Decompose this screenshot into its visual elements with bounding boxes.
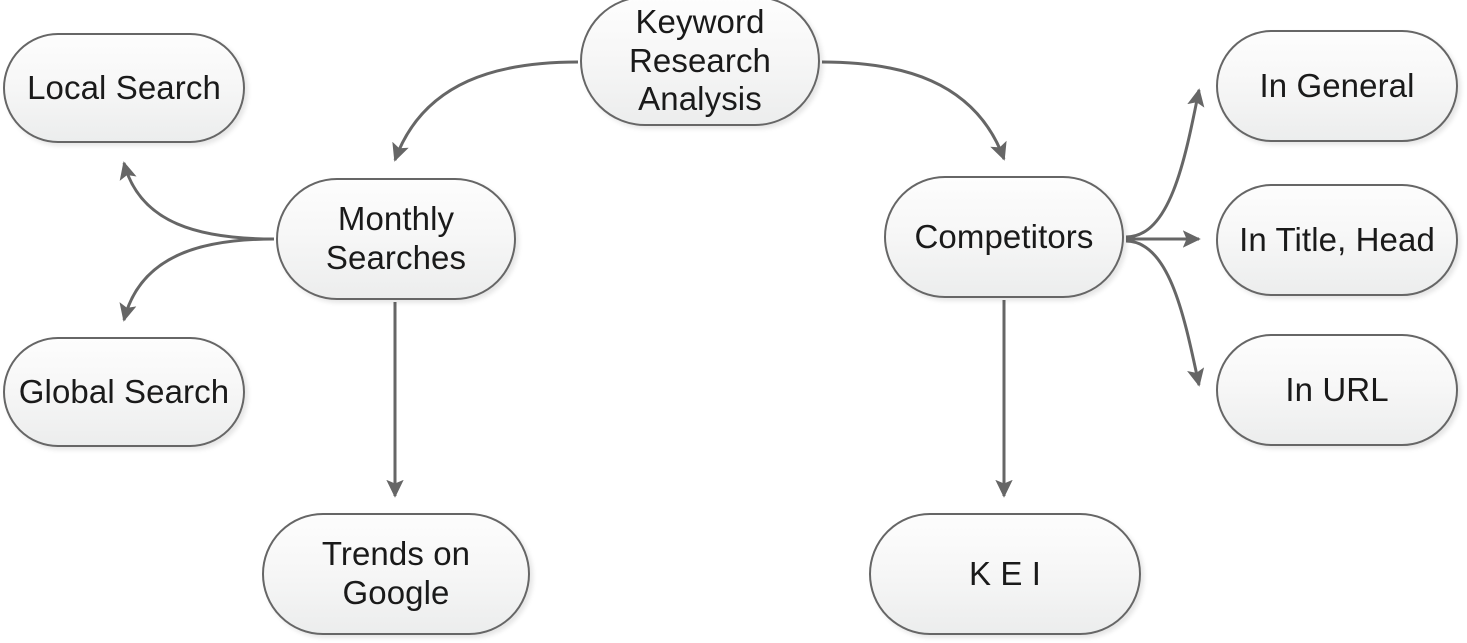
- node-local-search[interactable]: Local Search: [3, 33, 245, 143]
- edge-monthly-to-local: [119, 161, 275, 241]
- node-label-in-title-head: In Title, Head: [1239, 220, 1435, 258]
- node-global-search[interactable]: Global Search: [3, 337, 245, 447]
- node-in-general[interactable]: In General: [1216, 30, 1458, 142]
- node-competitors[interactable]: Competitors: [884, 176, 1124, 298]
- edge-competitors-to-ingeneral: [1125, 88, 1205, 239]
- node-kei[interactable]: K E I: [869, 513, 1141, 635]
- node-label-trends-on-google: Trends on Google: [321, 535, 471, 611]
- edge-competitors-to-inurl: [1125, 239, 1205, 387]
- edge-root-to-monthly: [392, 60, 579, 162]
- node-label-keyword-research-analysis: Keyword Research Analysis: [628, 2, 772, 118]
- node-label-global-search: Global Search: [18, 372, 230, 410]
- node-keyword-research-analysis[interactable]: Keyword Research Analysis: [580, 0, 820, 126]
- node-label-kei: K E I: [968, 554, 1042, 592]
- node-in-url[interactable]: In URL: [1216, 334, 1458, 446]
- node-label-competitors: Competitors: [914, 217, 1094, 255]
- node-label-monthly-searches: Monthly Searches: [325, 200, 467, 276]
- node-trends-on-google[interactable]: Trends on Google: [262, 513, 530, 635]
- node-label-in-url: In URL: [1285, 370, 1389, 408]
- edge-monthly-to-global: [119, 237, 275, 322]
- node-label-in-general: In General: [1259, 66, 1415, 104]
- node-monthly-searches[interactable]: Monthly Searches: [276, 178, 516, 300]
- edge-root-to-competitors: [821, 60, 1007, 161]
- node-in-title-head[interactable]: In Title, Head: [1216, 184, 1458, 296]
- node-label-local-search: Local Search: [27, 68, 221, 106]
